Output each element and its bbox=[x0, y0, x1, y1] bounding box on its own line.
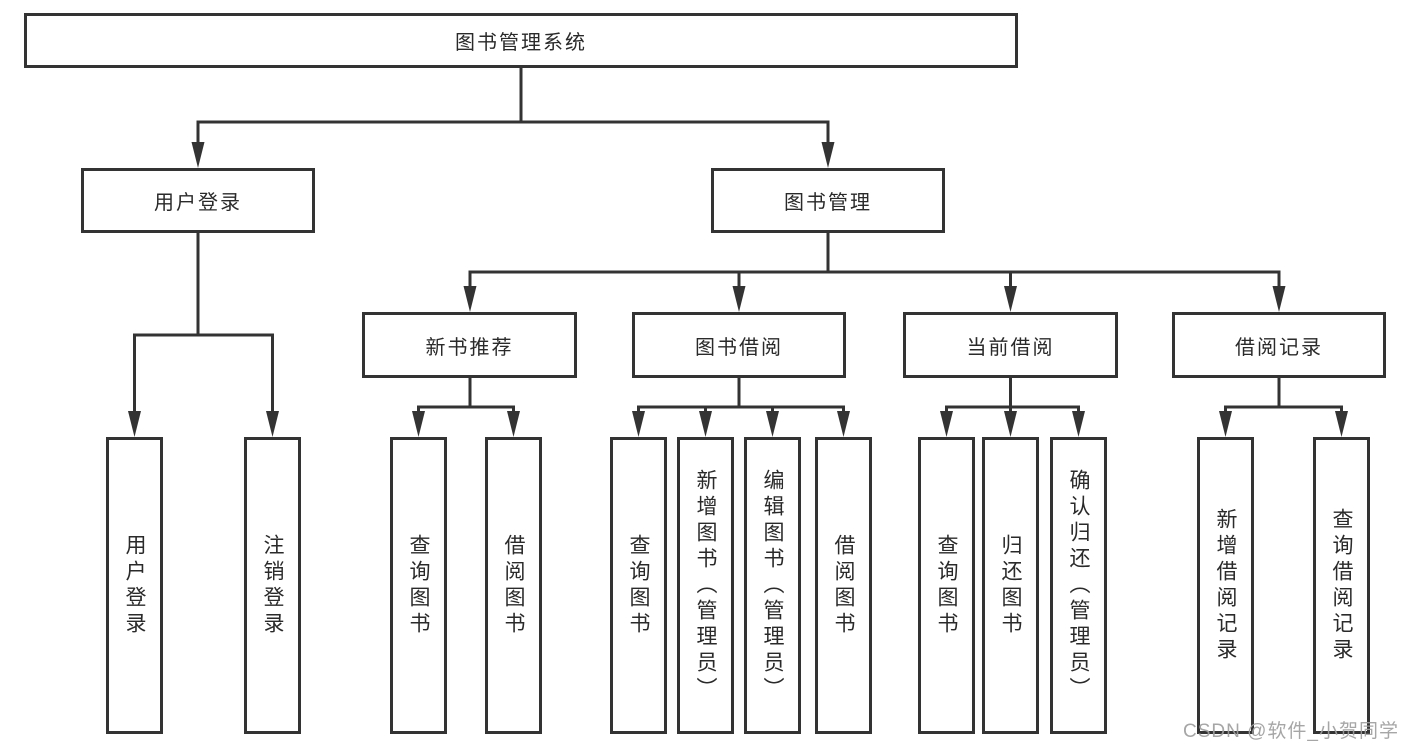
leaf-current-query-books: 查询图书 bbox=[918, 437, 975, 734]
leaf-user-login: 用户登录 bbox=[106, 437, 163, 734]
node-book-management-branch: 图书管理 bbox=[711, 168, 945, 233]
leaf-borrowing-edit-books-admin: 编辑图书（管理员） bbox=[744, 437, 801, 734]
leaf-newbook-borrow-books: 借阅图书 bbox=[485, 437, 542, 734]
node-new-book-recommendation: 新书推荐 bbox=[362, 312, 577, 378]
leaf-current-return-books: 归还图书 bbox=[982, 437, 1039, 734]
node-book-borrowing: 图书借阅 bbox=[632, 312, 846, 378]
leaf-newbook-query-books: 查询图书 bbox=[390, 437, 447, 734]
leaf-borrowing-add-books-admin: 新增图书（管理员） bbox=[677, 437, 734, 734]
node-user-login-branch: 用户登录 bbox=[81, 168, 315, 233]
leaf-borrowing-borrow-books: 借阅图书 bbox=[815, 437, 872, 734]
node-library-management-system: 图书管理系统 bbox=[24, 13, 1018, 68]
leaf-logout: 注销登录 bbox=[244, 437, 301, 734]
leaf-records-add-borrow-record: 新增借阅记录 bbox=[1197, 437, 1254, 734]
leaf-borrowing-query-books: 查询图书 bbox=[610, 437, 667, 734]
node-current-borrowing: 当前借阅 bbox=[903, 312, 1118, 378]
leaf-records-query-borrow-record: 查询借阅记录 bbox=[1313, 437, 1370, 734]
node-borrowing-records: 借阅记录 bbox=[1172, 312, 1386, 378]
csdn-watermark: CSDN @软件_小贺同学 bbox=[1183, 721, 1399, 742]
leaf-current-confirm-return-admin: 确认归还（管理员） bbox=[1050, 437, 1107, 734]
